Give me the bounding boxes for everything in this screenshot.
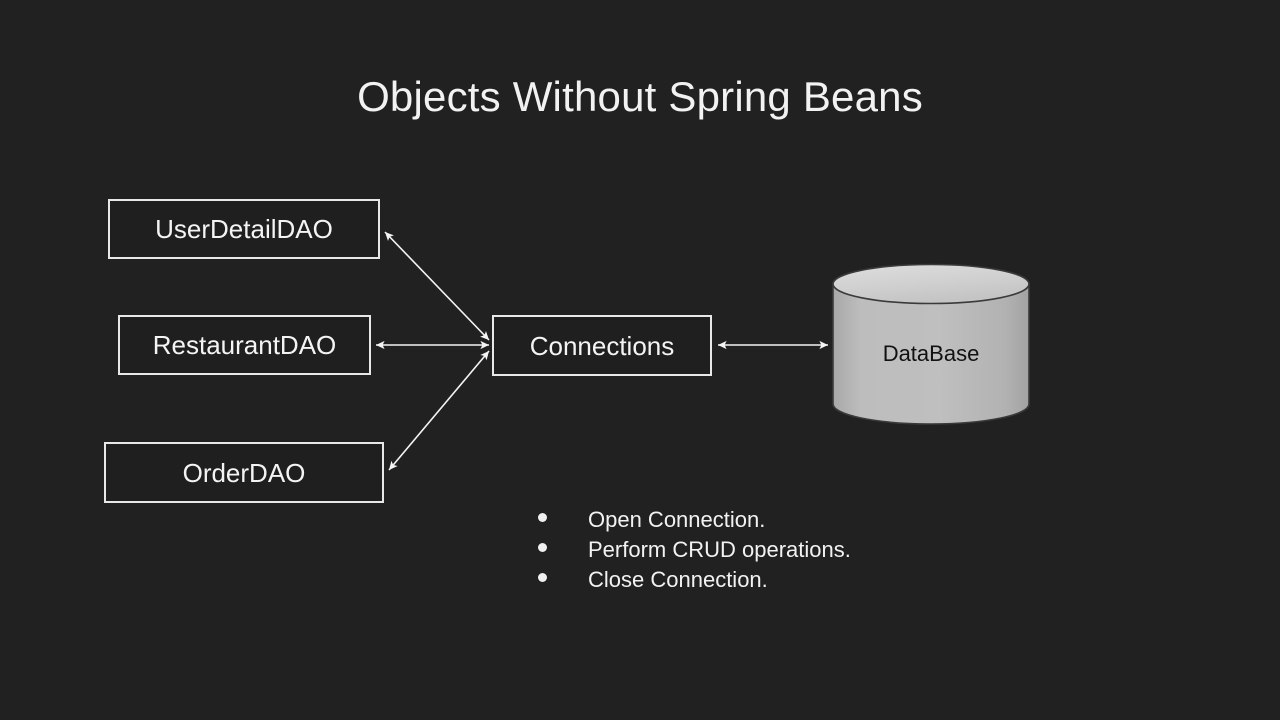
cylinder-body bbox=[832, 283, 1030, 425]
node-database-label: DataBase bbox=[882, 341, 980, 366]
list-item-label: Open Connection. bbox=[588, 507, 766, 532]
node-userdetaildao[interactable]: UserDetailDAO bbox=[108, 199, 380, 259]
edge-orderdao-connections bbox=[388, 350, 490, 471]
list-item: Perform CRUD operations. bbox=[538, 535, 851, 565]
bullet-dot-icon bbox=[538, 573, 547, 582]
cylinder-top bbox=[832, 263, 1030, 305]
node-userdetaildao-label: UserDetailDAO bbox=[155, 214, 333, 244]
node-connections-label: Connections bbox=[529, 330, 675, 361]
list-item: Open Connection. bbox=[538, 505, 851, 535]
node-restaurantdao[interactable]: RestaurantDAO bbox=[118, 315, 371, 375]
edge-userdetaildao-connections bbox=[384, 231, 490, 341]
list-item: Close Connection. bbox=[538, 565, 851, 595]
page-title: Objects Without Spring Beans bbox=[357, 73, 923, 120]
list-item-label: Close Connection. bbox=[588, 567, 768, 592]
node-orderdao[interactable]: OrderDAO bbox=[104, 442, 384, 503]
connection-steps-list: Open Connection. Perform CRUD operations… bbox=[538, 505, 851, 595]
node-restaurantdao-label: RestaurantDAO bbox=[152, 330, 337, 360]
bullet-dot-icon bbox=[538, 513, 547, 522]
bullet-dot-icon bbox=[538, 543, 547, 552]
node-database-cylinder[interactable] bbox=[831, 263, 1031, 425]
node-connections[interactable]: Connections bbox=[492, 315, 712, 376]
node-orderdao-label: OrderDAO bbox=[182, 457, 306, 488]
list-item-label: Perform CRUD operations. bbox=[588, 537, 851, 562]
